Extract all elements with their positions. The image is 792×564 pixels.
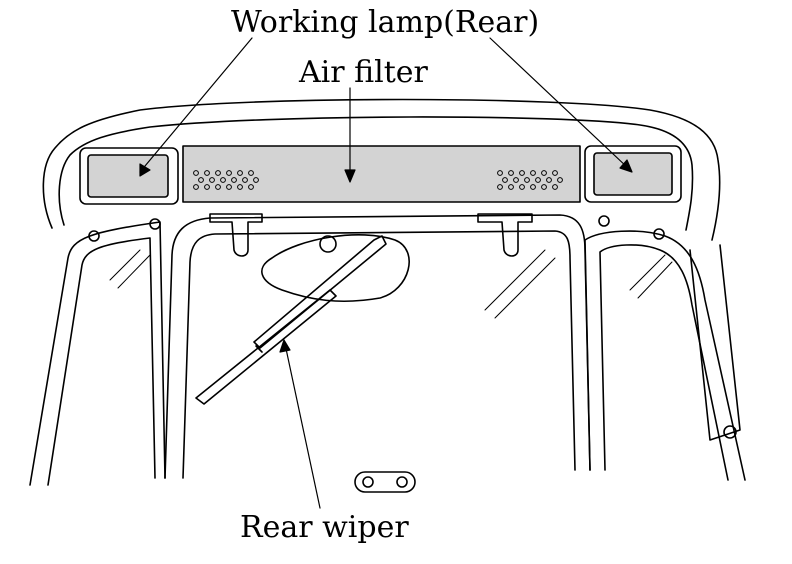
wiper-motor-cover <box>261 234 410 303</box>
vent-hole <box>237 184 243 190</box>
hinge-brackets <box>88 213 665 257</box>
vent-hole <box>541 170 547 176</box>
arrowhead-rear-wiper <box>279 339 291 353</box>
vent-hole <box>215 170 221 176</box>
vent-hole <box>237 170 243 176</box>
vent-hole <box>508 170 514 176</box>
door-latch <box>354 471 416 493</box>
vent-hole <box>497 170 503 176</box>
vent-hole <box>215 184 221 190</box>
label-air-filter: Air filter <box>299 55 428 90</box>
vent-hole <box>552 170 558 176</box>
vent-hole <box>198 177 204 183</box>
vent-hole <box>497 184 503 190</box>
vent-hole <box>204 184 210 190</box>
rear-wiper <box>195 235 387 405</box>
vent-hole <box>248 170 254 176</box>
wiper-pivot <box>319 235 337 253</box>
leader-lamp-right <box>489 37 629 169</box>
vent-hole <box>193 170 199 176</box>
vent-hole <box>204 170 210 176</box>
arrowhead-lamp-right <box>619 159 633 173</box>
leader-lamp-left <box>139 37 253 173</box>
glass-reflections <box>484 249 556 319</box>
vent-hole <box>519 170 525 176</box>
vent-hole <box>530 184 536 190</box>
vent-hole <box>220 177 226 183</box>
vent-hole <box>513 177 519 183</box>
arrowhead-lamp-left <box>139 163 151 177</box>
label-working-lamp-rear: Working lamp(Rear) <box>231 5 540 40</box>
vent-hole <box>226 184 232 190</box>
vent-hole <box>508 184 514 190</box>
rear-panel <box>79 145 682 205</box>
working-lamp-left <box>87 154 169 198</box>
vent-hole <box>530 170 536 176</box>
vent-hole <box>226 170 232 176</box>
vent-hole <box>242 177 248 183</box>
label-rear-wiper: Rear wiper <box>240 510 409 545</box>
rear-door-frame <box>164 214 591 479</box>
vent-hole <box>541 184 547 190</box>
arrowhead-air-filter <box>344 169 356 183</box>
vent-hole <box>535 177 541 183</box>
vent-hole <box>552 184 558 190</box>
vent-hole <box>248 184 254 190</box>
vent-hole <box>502 177 508 183</box>
vent-hole <box>231 177 237 183</box>
cab-roof <box>42 98 721 241</box>
leader-rear-wiper <box>284 343 321 509</box>
vent-hole <box>193 184 199 190</box>
left-side-window <box>29 221 166 486</box>
vent-hole <box>209 177 215 183</box>
right-side-window <box>584 230 746 481</box>
vent-hole <box>546 177 552 183</box>
vent-hole <box>519 184 525 190</box>
vent-hole <box>524 177 530 183</box>
working-lamp-right <box>593 152 673 196</box>
air-filter-vents-left <box>193 170 259 190</box>
leader-lines <box>139 37 633 509</box>
vent-hole <box>557 177 563 183</box>
air-filter-vents-right <box>497 170 563 190</box>
vent-hole <box>253 177 259 183</box>
